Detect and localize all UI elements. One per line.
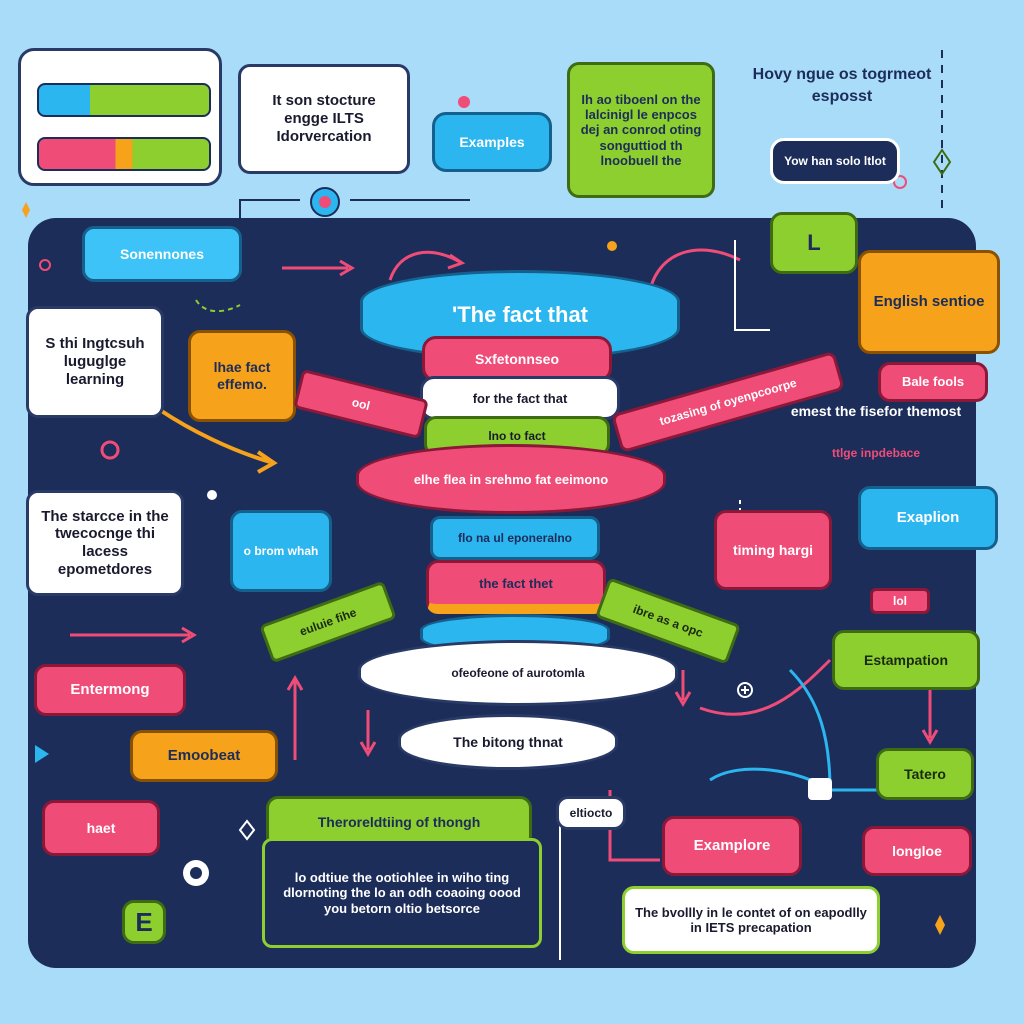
sentences-label[interactable]: Sonennones: [82, 226, 242, 282]
base-label: The bitong thnat: [398, 714, 618, 770]
arrow-head: [181, 626, 197, 644]
dot-icon: [893, 175, 907, 189]
connector-line: [734, 240, 770, 331]
lol-tag[interactable]: lol: [870, 588, 930, 614]
le-badge: L: [770, 212, 858, 274]
eye-pupil: [190, 867, 202, 879]
english-sentence-card[interactable]: English sentioe: [858, 250, 1000, 354]
intro-note: It son stocture engge ILTS Idorvercation: [238, 64, 410, 174]
triangle-icon: [35, 745, 49, 763]
examples-bubble[interactable]: Examples: [432, 112, 552, 172]
blue-ribbon: flo na ul eponeralno: [430, 516, 600, 560]
emphasis-sub: ttlge inpdebace: [831, 446, 920, 460]
sparkle-icon: [22, 202, 30, 218]
chat-bubble: Yow han solo ltlot: [770, 138, 900, 184]
longloe-card[interactable]: longloe: [862, 826, 972, 876]
diamond-icon: [238, 819, 256, 841]
dot-icon: [39, 259, 51, 271]
outer-band: ofeofeone of aurotomla: [358, 640, 678, 706]
snippet-card: o brom whah: [230, 510, 332, 592]
plug-icon: [808, 778, 832, 800]
language-learning-card: S thi Ingtcsuh luguglge learning: [26, 306, 164, 418]
dot-icon: [607, 241, 617, 251]
emphasis-note: emest the fisefor themost: [790, 403, 962, 419]
fact-that-ribbon: for the fact that: [420, 376, 620, 420]
arrow-curve: [648, 248, 741, 291]
explanation-card[interactable]: Exaplion: [858, 486, 998, 550]
diamond-icon: [932, 148, 952, 176]
arrow-curve: [699, 658, 832, 716]
fact-that-lower: the fact thet: [426, 560, 606, 614]
arrow-curve: [388, 250, 461, 281]
dot-icon: [207, 490, 217, 500]
dot-icon: [458, 96, 470, 108]
emoobeat-card[interactable]: Emoobeat: [130, 730, 278, 782]
entiote-tag: eltiocto: [556, 796, 626, 830]
flower-center: [319, 196, 331, 208]
hact-card[interactable]: haet: [42, 800, 160, 856]
arrow-head: [447, 253, 466, 270]
fact-effort-card: lhae fact effemo.: [188, 330, 296, 422]
wide-ribbon: elhe flea in srehmo fat eeimono: [356, 444, 666, 514]
arrow-curve: [158, 408, 271, 464]
timing-card: timing hargi: [714, 510, 832, 590]
arrow-head: [256, 450, 278, 474]
thorough-body: lo odtiue the ootiohlee in wiho ting dlo…: [262, 838, 542, 948]
arrow-head: [674, 691, 692, 707]
progress-bar-pink-green: [37, 137, 211, 171]
progress-card: [18, 48, 222, 186]
examplore-card[interactable]: Examplore: [662, 816, 802, 876]
connector-line: [195, 299, 241, 313]
plus-icon: [737, 682, 753, 698]
tatero-card[interactable]: Tatero: [876, 748, 974, 800]
connector-line: [788, 668, 832, 791]
header-title: Hovy ngue os togrmeot esposst: [752, 66, 932, 105]
estampation-card[interactable]: Estampation: [832, 630, 980, 690]
arrow-head: [359, 741, 377, 757]
connector-line: [709, 767, 880, 792]
plus-icon-cross: [741, 686, 749, 694]
context-note: The bvollly in le contet of on eapodlly …: [622, 886, 880, 954]
pin-icon: [100, 440, 120, 460]
badge-e: E: [122, 900, 166, 944]
entering-card[interactable]: Entermong: [34, 664, 186, 716]
bale-fools-tag[interactable]: Bale fools: [878, 362, 988, 402]
progress-bar-blue-green: [37, 83, 211, 117]
starter-note: The starcce in the twecocnge thi lacess …: [26, 490, 184, 596]
green-note: Ih ao tiboenl on the lalcinigl le enpcos…: [567, 62, 715, 198]
connector-line: [239, 199, 300, 218]
arrow-head: [339, 259, 355, 277]
arrow-head: [921, 729, 939, 745]
arrow-head: [286, 675, 304, 691]
sparkle-icon: [935, 915, 945, 935]
